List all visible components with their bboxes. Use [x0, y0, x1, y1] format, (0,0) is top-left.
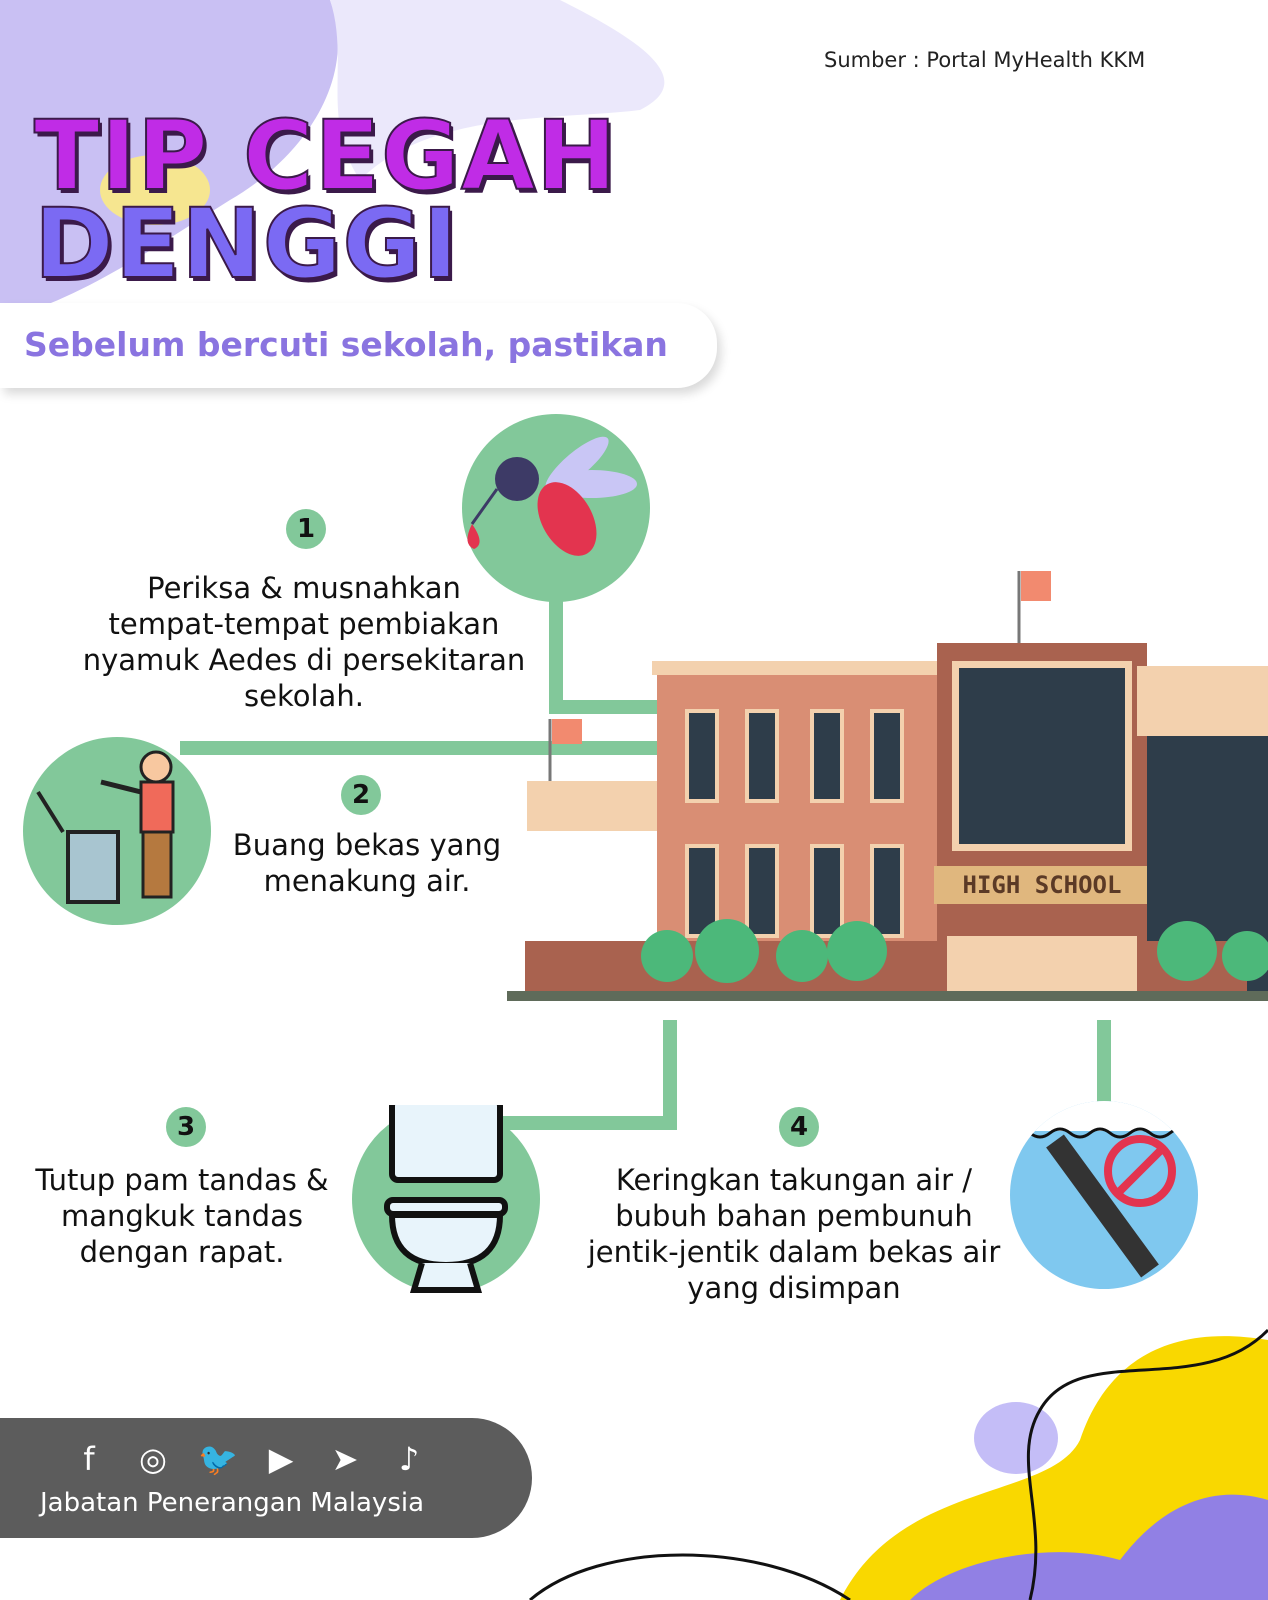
- twitter-icon[interactable]: 🐦: [198, 1440, 238, 1478]
- step-2-line: Buang bekas yang: [232, 828, 502, 862]
- source-credit: Sumber : Portal MyHealth KKM: [824, 48, 1146, 72]
- step-4-badge: 4: [779, 1107, 819, 1147]
- step-4-line: jentik-jentik dalam bekas air: [587, 1235, 1001, 1269]
- connector: [549, 590, 563, 710]
- step-2-line: menakung air.: [263, 864, 471, 898]
- step-1-badge: 1: [286, 509, 326, 549]
- instagram-icon[interactable]: ◎: [139, 1440, 167, 1478]
- facebook-icon[interactable]: f: [83, 1440, 95, 1478]
- subtitle: Sebelum bercuti sekolah, pastikan: [24, 325, 668, 364]
- organization-name: Jabatan Penerangan Malaysia: [40, 1488, 425, 1518]
- footer-bar: f ◎ 🐦 ▶ ➤ ♪ Jabatan Penerangan Malaysia: [0, 1418, 532, 1538]
- school-sign: HIGH SCHOOL: [963, 871, 1122, 899]
- step-4-line: yang disimpan: [687, 1271, 901, 1305]
- trash-disposal-icon: [23, 737, 211, 925]
- step-3-line: dengan rapat.: [79, 1235, 285, 1269]
- step-1-line: tempat-tempat pembiakan: [108, 607, 500, 641]
- telegram-icon[interactable]: ➤: [331, 1440, 359, 1478]
- step-3-line: mangkuk tandas: [61, 1199, 303, 1233]
- step-3-badge: 3: [166, 1107, 206, 1147]
- subtitle-banner: Sebelum bercuti sekolah, pastikan: [0, 303, 717, 388]
- step-3-line: Tutup pam tandas &: [35, 1163, 329, 1197]
- step-4-line: Keringkan takungan air /: [615, 1163, 973, 1197]
- step-2-badge: 2: [341, 775, 381, 815]
- connector: [500, 1116, 677, 1130]
- tiktok-icon[interactable]: ♪: [398, 1440, 420, 1478]
- connector: [1097, 1020, 1111, 1110]
- step-1-line: nyamuk Aedes di persekitaran: [82, 643, 526, 677]
- connector: [663, 1020, 677, 1130]
- title-line-2: DENGGI: [33, 188, 459, 300]
- no-larvae-icon: [1010, 1101, 1198, 1289]
- step-4-text: Keringkan takungan air /bubuh bahan pemb…: [564, 1162, 1024, 1306]
- toilet-icon: [352, 1097, 540, 1293]
- school-building-illustration: HIGH SCHOOL: [507, 571, 1268, 1001]
- connector: [549, 700, 659, 714]
- mosquito-icon: [462, 414, 650, 602]
- youtube-icon[interactable]: ▶: [268, 1440, 294, 1478]
- connector: [180, 741, 660, 755]
- step-4-line: bubuh bahan pembunuh: [615, 1199, 973, 1233]
- title-line-1: TIP CEGAH: [33, 100, 618, 212]
- step-1-line: Periksa & musnahkan: [147, 571, 461, 605]
- step-1-line: sekolah.: [244, 679, 364, 713]
